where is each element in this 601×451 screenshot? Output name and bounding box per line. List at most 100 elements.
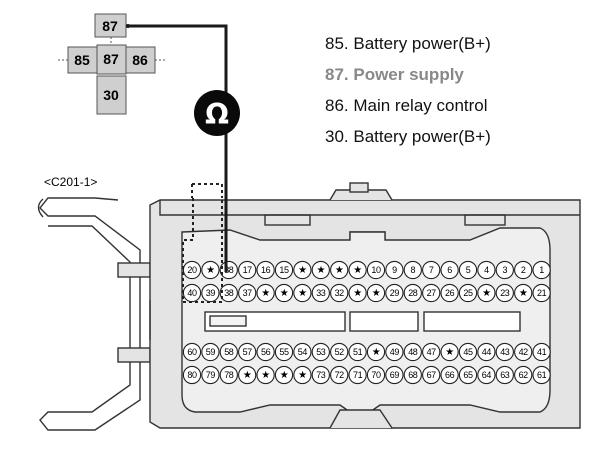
- pin-socket: [422, 283, 441, 303]
- pin-number-label: 6: [447, 265, 452, 275]
- pin-socket: [495, 365, 514, 385]
- pin-socket: [440, 283, 459, 303]
- pin-number-label: 16: [261, 265, 271, 275]
- legend-item-86: 86. Main relay control: [325, 96, 488, 115]
- pin-blank-star: ★: [482, 288, 491, 299]
- pin-blank-star: ★: [261, 288, 270, 299]
- relay-pin-87-center-box: [96, 44, 127, 75]
- pin-socket: [403, 365, 422, 385]
- pin-socket: [514, 342, 533, 362]
- pin-number-label: 48: [408, 347, 418, 357]
- pin-number-label: 27: [427, 288, 437, 298]
- pin-number-label: 72: [335, 370, 345, 380]
- pin-socket: [403, 283, 422, 303]
- pin-socket: [219, 283, 238, 303]
- pin-number-label: 45: [463, 347, 473, 357]
- pin-number-label: 8: [410, 265, 415, 275]
- pin-socket: [238, 283, 257, 303]
- pin-socket: [219, 365, 238, 385]
- pin-number-label: 53: [316, 347, 326, 357]
- pin-number-label: 68: [408, 370, 418, 380]
- pin-number-label: 32: [335, 288, 345, 298]
- pin-blank-star: ★: [519, 288, 528, 299]
- pin-number-label: 56: [261, 347, 271, 357]
- pin-socket: [422, 260, 441, 280]
- pin-number-label: 57: [243, 347, 253, 357]
- pin-socket: [532, 342, 551, 362]
- pin-socket: [238, 365, 257, 385]
- pin-socket: [311, 283, 330, 303]
- pin-legend: 85. Battery power(B+) 87. Power supply 8…: [325, 34, 491, 146]
- pin-number-label: 67: [427, 370, 437, 380]
- pin-socket: [182, 260, 202, 280]
- pin-socket: [219, 342, 238, 362]
- pin-number-label: 49: [390, 347, 400, 357]
- pin-number-label: 33: [316, 288, 326, 298]
- pin-socket: [440, 342, 459, 362]
- pin-socket: [532, 365, 551, 385]
- pin-number-label: 64: [482, 370, 492, 380]
- pin-number-label: 51: [353, 347, 363, 357]
- pin-socket: [274, 342, 294, 362]
- pin-socket: [403, 260, 422, 280]
- pin-socket: [274, 260, 294, 280]
- pin-socket: [330, 260, 349, 280]
- pin-socket: [403, 342, 422, 362]
- pin-socket: [477, 342, 496, 362]
- pin-number-label: 23: [500, 288, 510, 298]
- pin-number-label: 25: [463, 288, 473, 298]
- pin-socket: [201, 283, 220, 303]
- pin-socket: [422, 365, 441, 385]
- pin-number-label: 5: [466, 265, 471, 275]
- pin-blank-star: ★: [280, 288, 289, 299]
- pin-number-label: 9: [392, 265, 397, 275]
- pin-socket: [532, 260, 551, 280]
- pin-number-label: 1: [539, 265, 544, 275]
- pin-socket: [293, 283, 312, 303]
- pin-number-label: 4: [484, 265, 489, 275]
- pin-number-label: 59: [206, 347, 216, 357]
- pin-socket: [182, 342, 202, 362]
- pin-number-label: 42: [519, 347, 529, 357]
- pin-number-label: 21: [537, 288, 547, 298]
- relay-pin-85-label: 85: [74, 52, 90, 68]
- pin-highlight-dashed: [182, 183, 223, 303]
- pin-number-label: 73: [316, 370, 326, 380]
- pin-socket: [514, 365, 533, 385]
- pin-socket: [366, 260, 386, 280]
- pin-number-label: 37: [243, 288, 253, 298]
- pin-socket: [366, 283, 386, 303]
- pin-socket: [532, 283, 551, 303]
- pin-socket: [458, 283, 478, 303]
- pin-number-label: 15: [279, 265, 289, 275]
- pin-number-label: 43: [500, 347, 510, 357]
- pin-socket: [495, 260, 514, 280]
- pin-socket: [385, 260, 404, 280]
- pin-socket: [182, 365, 202, 385]
- pin-socket: [238, 342, 257, 362]
- pin-number-label: 54: [298, 347, 308, 357]
- pin-socket: [366, 365, 386, 385]
- pin-socket: [514, 260, 533, 280]
- pin-socket: [458, 260, 478, 280]
- connector-center-slots: [204, 311, 521, 332]
- pin-number-label: 44: [482, 347, 492, 357]
- pin-socket: [514, 283, 533, 303]
- pin-number-label: 65: [463, 370, 473, 380]
- pin-blank-star: ★: [298, 288, 307, 299]
- pin-socket: [330, 365, 349, 385]
- pin-number-label: 38: [224, 265, 234, 275]
- pin-number-label: 26: [445, 288, 455, 298]
- pin-socket: [440, 260, 459, 280]
- pin-socket: [201, 342, 220, 362]
- pin-number-label: 66: [445, 370, 455, 380]
- pin-socket: [348, 365, 367, 385]
- pin-blank-star: ★: [317, 265, 326, 276]
- pin-socket: [201, 260, 220, 280]
- pin-socket: [330, 283, 349, 303]
- legend-item-30: 30. Battery power(B+): [325, 127, 491, 146]
- pin-blank-star: ★: [445, 347, 454, 358]
- pin-socket: [385, 365, 404, 385]
- ohm-symbol: Ω: [205, 98, 229, 131]
